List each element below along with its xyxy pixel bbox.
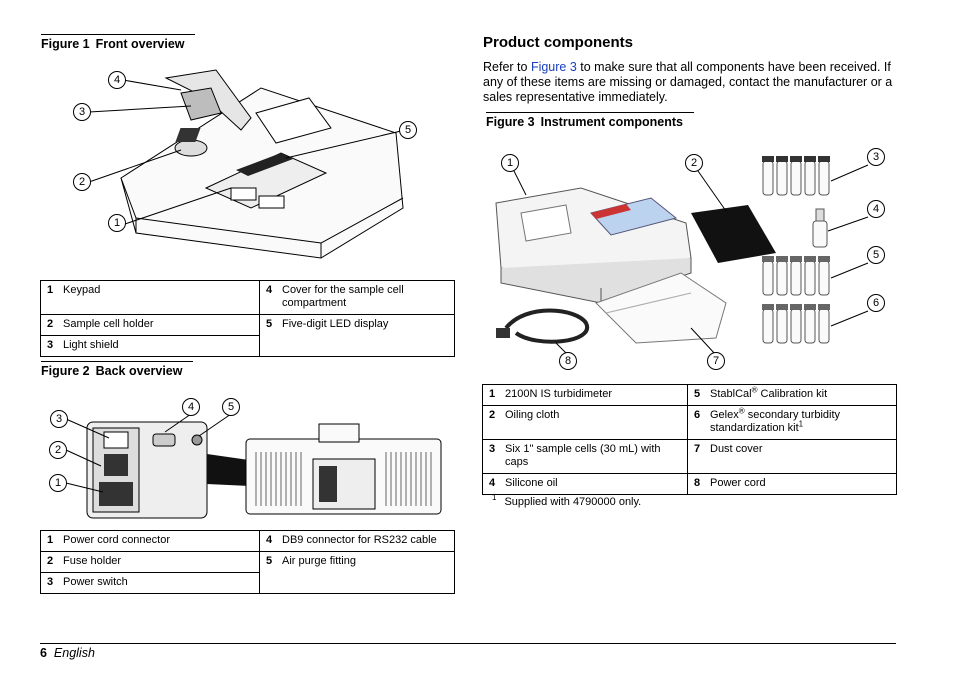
figure-2-legend-table: 1 Power cord connector 4 DB9 connector f…: [40, 530, 455, 594]
table-row: 4 Silicone oil 8 Power cord: [482, 473, 897, 495]
turbidimeter-back-drawing: [65, 413, 442, 519]
back-overview-illustration: 3 4 5 2 1: [41, 394, 455, 524]
table-row: 3 Light shield: [40, 335, 455, 357]
callout-5: 5: [399, 121, 417, 139]
table-row: 3 Power switch: [40, 572, 455, 594]
callout-4: 4: [108, 71, 126, 89]
callout-3: 3: [50, 410, 68, 428]
callout-8: 8: [559, 352, 577, 370]
table-row: 2 Sample cell holder 5 Five-digit LED di…: [40, 314, 455, 357]
footnote-mark: 1: [492, 493, 497, 503]
callout-7: 7: [707, 352, 725, 370]
table-row: 1 Power cord connector 4 DB9 connector f…: [40, 530, 455, 552]
callout-1: 1: [49, 474, 67, 492]
intro-paragraph: Refer to Figure 3 to make sure that all …: [483, 60, 893, 104]
callout-2: 2: [49, 441, 67, 459]
table-row: 3 Six 1" sample cells (30 mL) with caps …: [482, 439, 897, 474]
callout-3: 3: [73, 103, 91, 121]
callout-2: 2: [73, 173, 91, 191]
table-row: 2 Oiling cloth 6 Gelex® secondary turbid…: [482, 405, 897, 440]
callout-1: 1: [501, 154, 519, 172]
components-drawing: [495, 156, 869, 356]
callout-3: 3: [867, 148, 885, 166]
callout-2: 2: [685, 154, 703, 172]
table-row: 1 Keypad 4 Cover for the sample cell com…: [40, 280, 455, 315]
callout-5: 5: [222, 398, 240, 416]
section-heading: Product components: [483, 34, 634, 51]
figure-1-legend-table: 1 Keypad 4 Cover for the sample cell com…: [40, 280, 455, 357]
footer-language: English: [53, 646, 95, 660]
callout-4: 4: [182, 398, 200, 416]
figure-3-legend-table: 1 2100N IS turbidimeter 5 StablCal® Cali…: [482, 384, 897, 495]
page-footer: 6 English: [40, 643, 896, 664]
front-overview-illustration: 4 3 5 2 1: [41, 58, 455, 276]
callout-4: 4: [867, 200, 885, 218]
figure-3-link[interactable]: Figure 3: [530, 60, 577, 74]
table-row: 1 2100N IS turbidimeter 5 StablCal® Cali…: [482, 384, 897, 406]
turbidimeter-front-drawing: [88, 69, 404, 259]
callout-5: 5: [867, 246, 885, 264]
table-row: 2 Fuse holder 5 Air purge fitting: [40, 551, 455, 594]
callout-6: 6: [867, 294, 885, 312]
instrument-components-illustration: 1 2 3 4 5 6 7 8: [486, 143, 896, 375]
callout-1: 1: [108, 214, 126, 232]
page-number: 6: [40, 646, 47, 660]
